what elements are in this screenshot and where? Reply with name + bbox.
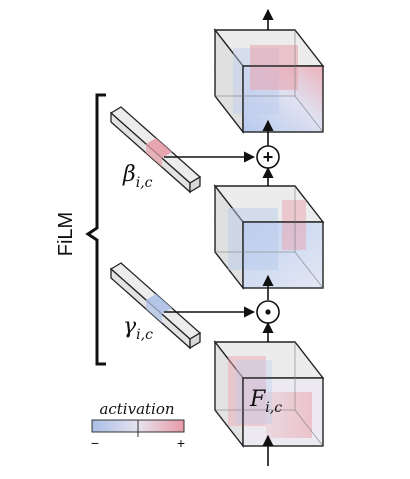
- feature-cube: [213, 339, 325, 449]
- add-symbol: +: [263, 147, 274, 167]
- gamma-bar: [109, 262, 202, 350]
- beta-label: βi,c: [122, 162, 153, 191]
- add-operator: +: [256, 145, 280, 169]
- feature-label: Fi,c: [249, 387, 282, 416]
- legend-plus: +: [177, 435, 185, 451]
- film-label: FiLM: [55, 212, 77, 256]
- multiply-operator: [256, 300, 280, 324]
- activation-legend: activation − +: [91, 400, 185, 451]
- film-bracket: [85, 93, 106, 366]
- legend-title: activation: [99, 400, 174, 418]
- legend-minus: −: [91, 435, 99, 451]
- modulated-cube: [213, 183, 325, 291]
- beta-bar: [109, 106, 202, 194]
- gamma-label: γi,c: [123, 314, 153, 343]
- output-cube: [213, 27, 325, 135]
